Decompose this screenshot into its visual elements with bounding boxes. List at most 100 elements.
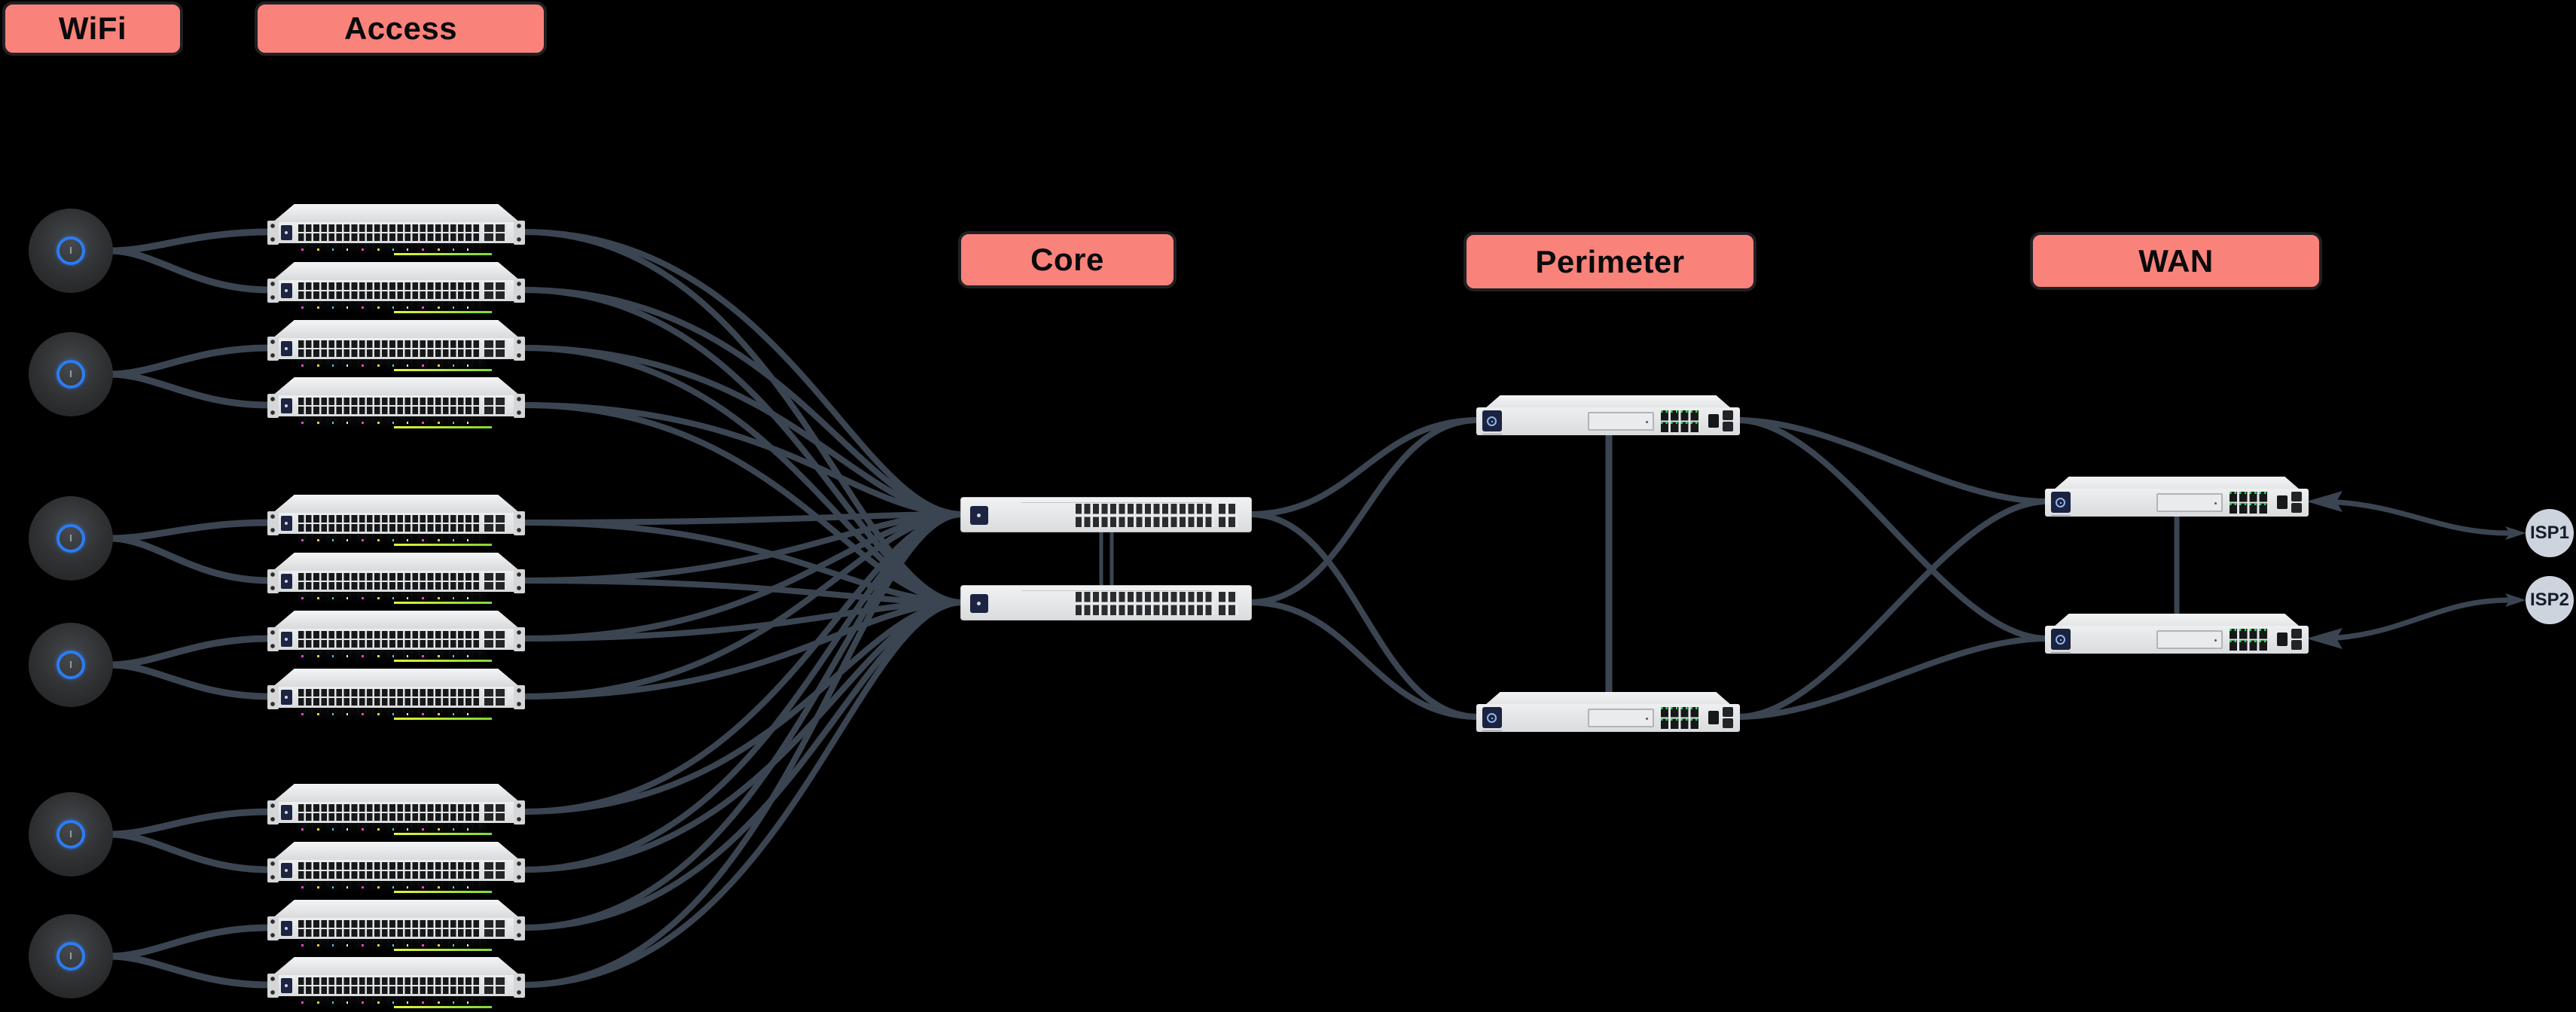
core-aggregation-switch[interactable]: [960, 497, 1252, 532]
port-led-row-bottom: [2230, 503, 2269, 505]
access-switch[interactable]: [267, 783, 525, 842]
access-switch[interactable]: [267, 261, 525, 320]
drive-bay: [2156, 493, 2223, 512]
switch-core-link: [520, 345, 966, 517]
access-switch[interactable]: [267, 956, 525, 1012]
port-row-bottom: [298, 986, 481, 994]
chassis-vent-line: [1021, 590, 1210, 591]
arrowhead-to-isp: [2505, 526, 2526, 540]
led-reflection-line: [394, 833, 492, 835]
rj45-single-port: [2277, 495, 2288, 509]
led-reflection-strip: [301, 422, 482, 424]
rack-ear-left: [267, 974, 279, 998]
switch-display: [281, 225, 292, 240]
sfp-ports: [484, 282, 507, 299]
port-row-bottom: [298, 871, 481, 879]
access-switch[interactable]: [267, 899, 525, 958]
access-point[interactable]: [29, 332, 113, 416]
section-label-wan[interactable]: WAN: [2030, 232, 2322, 290]
isp-node-isp2[interactable]: ISP2: [2526, 576, 2574, 624]
access-switch[interactable]: [267, 610, 525, 669]
display-dial-icon: [1487, 713, 1497, 723]
access-switch[interactable]: [267, 319, 525, 378]
port-row-bottom: [298, 929, 481, 937]
switch-top-panel: [272, 553, 520, 572]
led-reflection-line: [394, 426, 492, 428]
rack-ear-right: [514, 394, 525, 418]
core-aggregation-switch[interactable]: [960, 585, 1252, 620]
switch-core-link: [520, 599, 966, 700]
rack-ear-left: [267, 858, 279, 882]
core-gateway-link: [1247, 599, 1482, 720]
device-label-mark: [1482, 730, 1502, 731]
gateway-wan-link: [1735, 636, 2050, 720]
switch-front-panel: [267, 685, 525, 709]
access-switch[interactable]: [267, 376, 525, 435]
isp-link: [2335, 499, 2512, 536]
switch-front-panel: [267, 511, 525, 535]
switch-display: [281, 863, 292, 878]
perimeter-gateway[interactable]: [1476, 692, 1740, 732]
sfp-port-upper: [2291, 629, 2302, 639]
access-switch[interactable]: [267, 203, 525, 262]
sfp-port-lower: [2291, 640, 2302, 650]
rack-ear-left: [267, 916, 279, 940]
ap-led-tick: [70, 831, 72, 837]
ap-uplink: [106, 344, 273, 378]
device-display: [1482, 410, 1502, 431]
switch-top-panel: [272, 262, 520, 281]
sfp-ports: [484, 977, 507, 994]
isp-label: ISP1: [2529, 523, 2570, 543]
switch-core-link: [520, 599, 966, 988]
ap-led-ring-icon: [56, 360, 85, 389]
drive-bay: [1588, 412, 1654, 431]
device-label-mark: [1482, 433, 1502, 434]
isp-node-isp1[interactable]: ISP1: [2526, 509, 2574, 557]
access-switch[interactable]: [267, 552, 525, 611]
access-point[interactable]: [29, 792, 113, 876]
switch-display: [281, 921, 292, 936]
port-row-top: [298, 573, 481, 581]
led-reflection-line: [394, 949, 492, 951]
port-row-top: [298, 862, 481, 870]
rj45-single-port: [1708, 711, 1719, 724]
access-point[interactable]: [29, 209, 113, 293]
sfp-ports: [484, 689, 507, 706]
led-reflection-strip: [301, 828, 482, 831]
wan-router[interactable]: [2045, 614, 2309, 654]
access-switch[interactable]: [267, 841, 525, 900]
led-reflection-strip: [301, 944, 482, 946]
access-point[interactable]: [29, 914, 113, 998]
wan-router[interactable]: [2045, 477, 2309, 517]
switch-top-panel: [272, 204, 520, 223]
switch-core-link: [520, 511, 966, 526]
perimeter-gateway[interactable]: [1476, 395, 1740, 435]
sfp-ports: [484, 804, 507, 821]
switch-display: [281, 341, 292, 356]
led-reflection-strip: [301, 597, 482, 599]
access-switch[interactable]: [267, 668, 525, 727]
sfp-port-bank: [1076, 504, 1214, 527]
port-row-bottom: [298, 582, 481, 590]
section-label-wifi[interactable]: WiFi: [2, 2, 183, 56]
port-led-row-bottom: [2230, 640, 2269, 642]
section-label-core[interactable]: Core: [958, 231, 1177, 288]
section-label-perimeter[interactable]: Perimeter: [1463, 232, 1757, 291]
rack-ear-right: [514, 916, 525, 940]
access-point[interactable]: [29, 496, 113, 581]
switch-core-link: [520, 511, 966, 988]
ap-uplink: [106, 535, 273, 584]
access-point[interactable]: [29, 623, 113, 707]
led-reflection-strip: [301, 248, 482, 251]
section-label-access[interactable]: Access: [255, 2, 547, 56]
rack-ear-left: [267, 221, 279, 245]
sfp-port-upper: [1723, 410, 1733, 420]
chassis-front-panel: [1476, 407, 1740, 435]
switch-top-panel: [272, 900, 520, 919]
port-row-top: [298, 920, 481, 928]
access-switch[interactable]: [267, 494, 525, 553]
switch-core-link: [520, 402, 966, 605]
led-reflection-line: [394, 253, 492, 255]
ap-uplink: [106, 831, 273, 873]
